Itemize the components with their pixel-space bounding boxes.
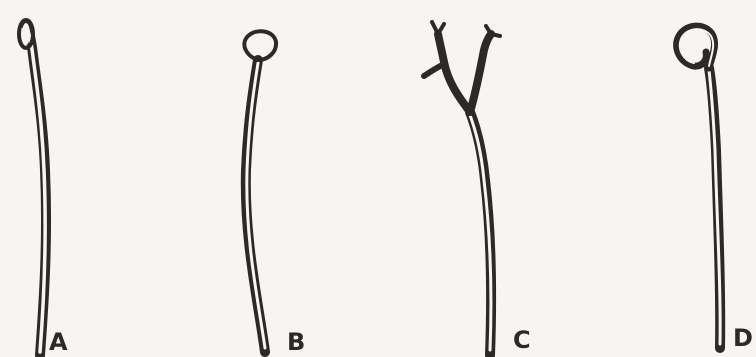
hair-c-side-branch xyxy=(424,64,444,76)
panel-b-drawing xyxy=(244,31,276,352)
panel-label-a: A xyxy=(49,330,68,354)
hair-c-right-branch xyxy=(470,34,491,112)
panel-label-d: D xyxy=(733,326,753,350)
panel-d-drawing xyxy=(677,26,721,348)
panel-a-drawing xyxy=(19,20,46,355)
panel-label-b: B xyxy=(287,330,305,354)
hair-a-tip-fill xyxy=(22,23,30,45)
panel-c-drawing xyxy=(424,22,500,355)
panel-label-c: C xyxy=(513,328,531,352)
hair-c-left-branch xyxy=(438,34,470,112)
hair-c-left-fork xyxy=(432,22,444,34)
